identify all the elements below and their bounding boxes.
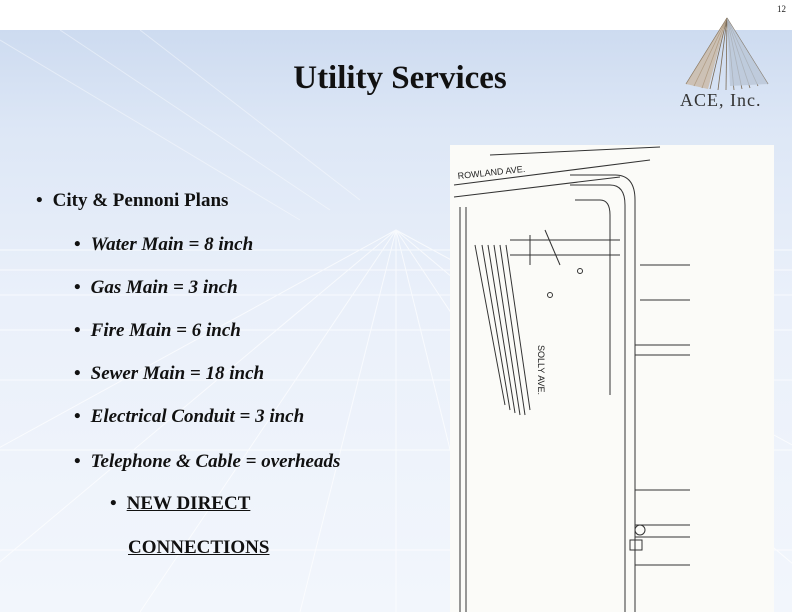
bullet-item-text: Telephone & Cable = overheads <box>90 451 341 472</box>
bullet-item-text: Fire Main = 6 inch <box>90 320 241 341</box>
slide-number: 12 <box>777 4 786 14</box>
bullet-item-text: Water Main = 8 inch <box>90 234 254 255</box>
bullet-item-text: Gas Main = 3 inch <box>90 277 238 298</box>
bullet-sub-text: NEW DIRECT <box>126 493 251 514</box>
bullet-item: •Fire Main = 6 inch <box>74 320 241 341</box>
bullet-item: •Gas Main = 3 inch <box>74 277 238 298</box>
bullet-item: •Telephone & Cable = overheads <box>74 451 341 472</box>
bullet-main-text: City & Pennoni Plans <box>52 190 229 211</box>
bullet-item: •Water Main = 8 inch <box>74 234 254 255</box>
bullet-dot: • <box>36 190 43 211</box>
bullet-sub-continuation: CONNECTIONS <box>128 537 270 558</box>
company-logo-text: ACE, Inc. <box>680 90 762 110</box>
bullet-item: •Sewer Main = 18 inch <box>74 363 265 384</box>
bullet-item-text: Electrical Conduit = 3 inch <box>90 406 305 427</box>
pyramid-logo-icon <box>685 17 769 91</box>
bullet-main: • City & Pennoni Plans <box>36 190 228 212</box>
bullet-item: •Electrical Conduit = 3 inch <box>74 406 305 427</box>
bullet-item-text: Sewer Main = 18 inch <box>90 363 265 384</box>
utility-plan-drawing: ROWLAND AVE. SOLLY AVE. <box>450 145 774 612</box>
street-label-side: SOLLY AVE. <box>536 345 546 395</box>
bullet-sub: •NEW DIRECT <box>110 493 251 514</box>
slide-title: Utility Services <box>293 60 507 96</box>
